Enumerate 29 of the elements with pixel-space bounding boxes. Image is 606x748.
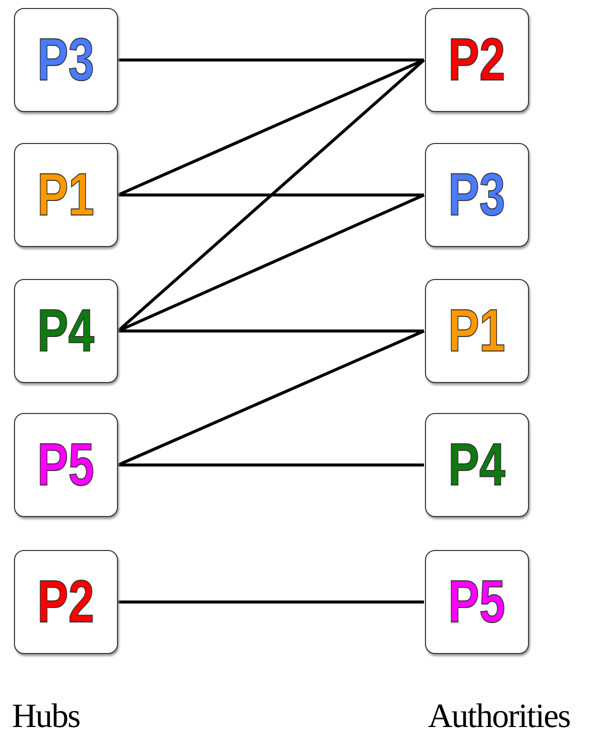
node-label: P5 [448, 572, 506, 632]
node-label: P4 [448, 435, 506, 495]
connector-line [118, 600, 424, 604]
column-label: Hubs [12, 698, 80, 736]
node-label: P4 [37, 301, 95, 361]
node-box [425, 413, 529, 517]
node-box [14, 8, 118, 112]
node-label: P3 [448, 165, 506, 225]
node-label: P1 [37, 165, 95, 225]
node-label: P5 [37, 435, 95, 495]
connector-line [118, 58, 424, 62]
connector-line [118, 330, 424, 332]
node-label: P2 [448, 30, 506, 90]
node-label: P1 [448, 301, 506, 361]
connector-line [117, 330, 425, 466]
node-box [14, 413, 118, 517]
connector-line [118, 194, 424, 196]
node-box [14, 550, 118, 654]
column-label: Authorities [428, 698, 570, 736]
connector-line [118, 464, 424, 466]
node-label: P3 [37, 30, 95, 90]
node-box [14, 143, 118, 247]
node-box [425, 8, 529, 112]
node-box [425, 279, 529, 383]
connector-line [117, 58, 425, 196]
node-box [425, 143, 529, 247]
node-box [425, 550, 529, 654]
node-box [14, 279, 118, 383]
node-label: P2 [37, 572, 95, 632]
